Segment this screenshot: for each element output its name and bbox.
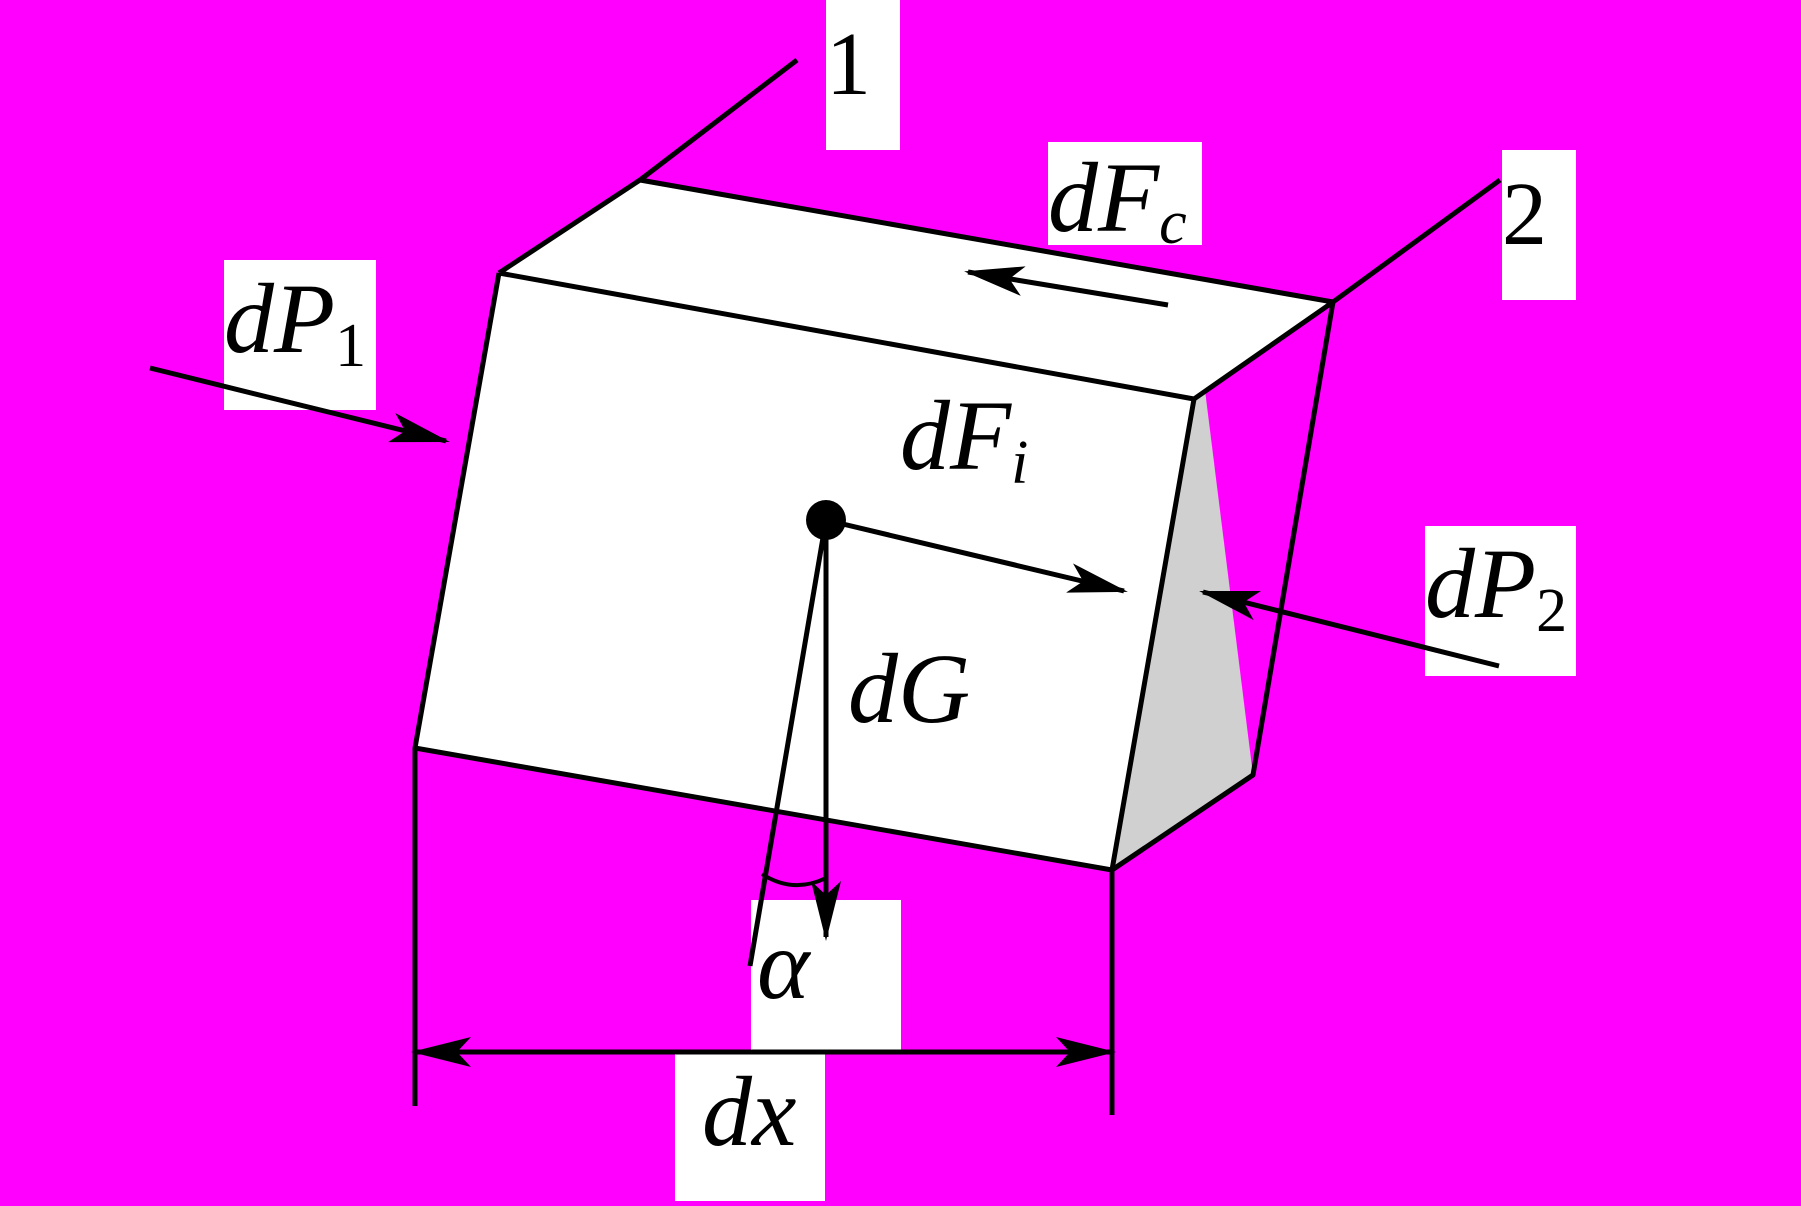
top-face bbox=[499, 180, 1333, 399]
arrow-dfc bbox=[964, 266, 1169, 308]
label-dfc: dFc bbox=[1048, 142, 1187, 257]
label-box-2 bbox=[1502, 150, 1576, 300]
angle-arc bbox=[760, 872, 827, 888]
label-box-dfc bbox=[1048, 142, 1202, 245]
label-dp1-sub: 1 bbox=[335, 312, 366, 380]
label-dfi-sub: i bbox=[1011, 429, 1028, 497]
arrow-dfi bbox=[825, 517, 1128, 594]
center-of-mass bbox=[806, 500, 846, 540]
label-dp2-sub: 2 bbox=[1536, 577, 1567, 645]
label-box-dp1 bbox=[224, 260, 376, 410]
label-dfc-main: dF bbox=[1048, 142, 1160, 253]
leader-line-1 bbox=[638, 58, 799, 182]
label-section-1: 1 bbox=[826, 15, 871, 114]
label-dfi: dFi bbox=[900, 380, 1028, 497]
label-dp2: dP2 bbox=[1425, 528, 1567, 645]
label-dfi-main: dF bbox=[900, 380, 1012, 491]
label-box-dx bbox=[675, 1051, 825, 1201]
label-dp1: dP1 bbox=[224, 263, 366, 380]
arrow-dp2 bbox=[1199, 589, 1500, 669]
label-dp1-main: dP bbox=[224, 263, 335, 374]
label-dfc-sub: c bbox=[1159, 189, 1187, 257]
label-box-dp2 bbox=[1425, 526, 1576, 676]
label-dx: dx bbox=[702, 1056, 796, 1167]
label-dp2-main: dP bbox=[1425, 528, 1536, 639]
label-section-2: 2 bbox=[1502, 165, 1547, 264]
label-alpha: α bbox=[757, 909, 812, 1020]
arrow-dp1 bbox=[149, 365, 450, 444]
label-box-1 bbox=[826, 0, 900, 150]
label-dg: dG bbox=[848, 633, 970, 744]
normal-line bbox=[747, 519, 829, 967]
leader-line-2 bbox=[1331, 177, 1502, 305]
front-face bbox=[415, 273, 1194, 870]
